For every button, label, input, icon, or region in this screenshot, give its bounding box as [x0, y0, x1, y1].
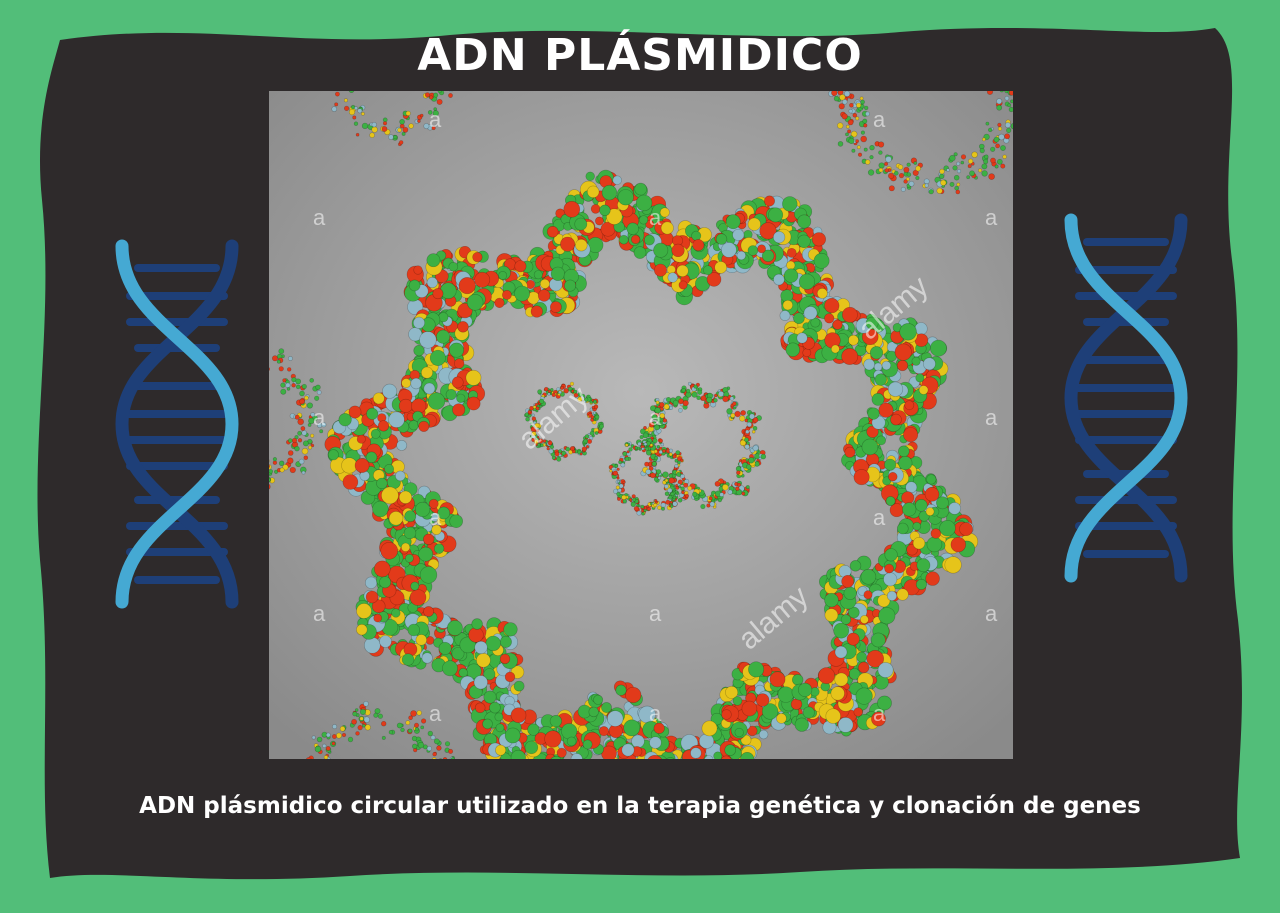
watermark-glyph: a	[649, 601, 662, 626]
watermark-glyph: a	[649, 205, 662, 230]
watermark-glyph: a	[649, 701, 662, 726]
watermark-glyph: a	[873, 505, 886, 530]
page-title: ADN PLÁSMIDICO	[417, 30, 863, 81]
dna-helix-icon	[1064, 213, 1188, 583]
watermark-glyph: a	[313, 405, 326, 430]
watermark-glyph: a	[313, 601, 326, 626]
plasmid-ring-large	[324, 169, 979, 759]
watermark-glyph: a	[985, 405, 998, 430]
watermark-glyph: a	[313, 205, 326, 230]
dna-helix-icon	[115, 239, 239, 609]
watermark-glyph: a	[429, 505, 442, 530]
plasmid-ring-background	[269, 348, 327, 490]
plasmid-ring-background	[331, 91, 453, 147]
watermark-glyph: a	[985, 205, 998, 230]
plasmid-ring-background	[305, 700, 456, 759]
plasmid-ring-small	[524, 381, 604, 462]
watermark-glyph: a	[985, 601, 998, 626]
watermark-glyph: a	[429, 701, 442, 726]
watermark-glyph: a	[649, 405, 662, 430]
watermark-glyph: a	[873, 107, 886, 132]
caption: ADN plásmidico circular utilizado en la …	[139, 793, 1141, 819]
watermark-glyph: a	[873, 701, 886, 726]
watermark-glyph: a	[429, 107, 442, 132]
plasmid-ring-small	[608, 435, 690, 516]
plasmid-ring-background	[828, 91, 1013, 195]
